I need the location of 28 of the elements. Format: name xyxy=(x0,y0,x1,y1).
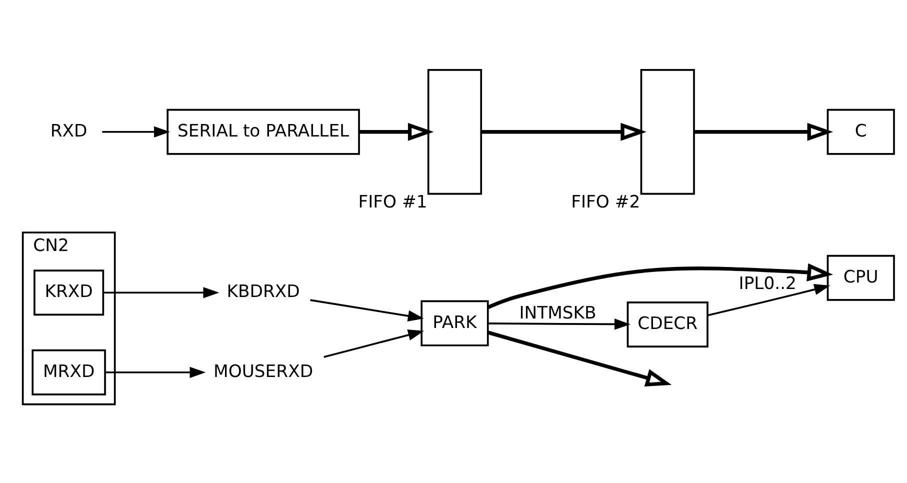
arrow xyxy=(310,298,424,321)
arrow xyxy=(694,122,834,140)
arrow xyxy=(481,122,646,140)
node-box: PARK xyxy=(420,300,489,346)
arrow xyxy=(488,318,630,330)
node-box: SERIAL to PARALLEL xyxy=(166,108,360,154)
node-box: KRXD xyxy=(34,269,104,316)
node-label: FIFO #1 xyxy=(358,192,428,212)
node-text: MOUSERXD xyxy=(214,361,314,382)
arrow xyxy=(104,286,220,298)
arrow xyxy=(324,329,424,358)
arrow xyxy=(360,122,434,140)
node-label: FIFO #2 xyxy=(571,192,640,212)
arrow xyxy=(105,366,206,378)
node-box: MRXD xyxy=(32,348,106,395)
arrow xyxy=(487,262,834,308)
node-box xyxy=(640,68,695,194)
node-text: RXD xyxy=(50,120,88,141)
edge-label: IPL0..2 xyxy=(738,274,796,294)
node-box xyxy=(427,68,482,194)
node-box: CPU xyxy=(826,254,895,300)
node-box: C xyxy=(826,108,895,154)
arrow xyxy=(487,330,672,386)
edge-label: INTMSKB xyxy=(519,303,596,324)
arrow xyxy=(707,284,830,316)
node-box: CDECR xyxy=(626,301,708,348)
node-text: KBDRXD xyxy=(226,282,300,302)
arrow xyxy=(102,126,170,137)
